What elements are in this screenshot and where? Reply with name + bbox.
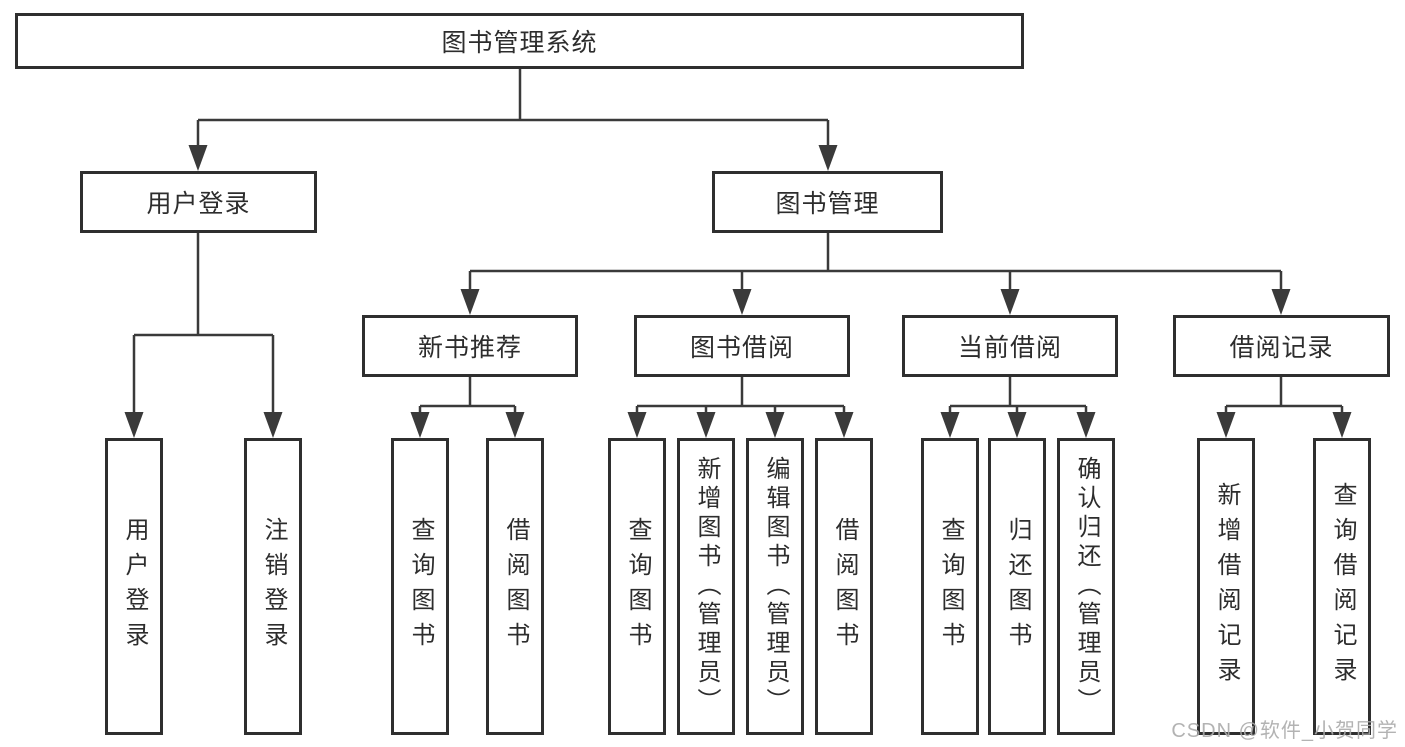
leaf-query-books-borrow: 查询图书 xyxy=(608,438,666,735)
leaf-return-books: 归还图书 xyxy=(988,438,1046,735)
leaf-borrow-books-recommend: 借阅图书 xyxy=(486,438,544,735)
csdn-watermark: CSDN @软件_小贺同学 xyxy=(1171,720,1398,742)
leaf-user-login: 用户登录 xyxy=(105,438,163,735)
leaf-confirm-return-admin: 确认归还（管理员） xyxy=(1057,438,1115,735)
leaf-label: 查询图书 xyxy=(937,516,964,657)
leaf-query-borrow-record: 查询借阅记录 xyxy=(1313,438,1371,735)
leaf-label: 确认归还（管理员） xyxy=(1073,456,1100,717)
node-new-book-recommend: 新书推荐 xyxy=(362,315,578,377)
node-root: 图书管理系统 xyxy=(15,13,1024,69)
leaf-borrow-books: 借阅图书 xyxy=(815,438,873,735)
leaf-query-books-recommend: 查询图书 xyxy=(391,438,449,735)
leaf-label: 查询借阅记录 xyxy=(1329,481,1356,692)
node-user-login: 用户登录 xyxy=(80,171,317,233)
leaf-label: 归还图书 xyxy=(1004,516,1031,657)
leaf-label: 编辑图书（管理员） xyxy=(762,456,789,717)
leaf-label: 查询图书 xyxy=(407,516,434,657)
leaf-add-borrow-record: 新增借阅记录 xyxy=(1197,438,1255,735)
leaf-logout-login: 注销登录 xyxy=(244,438,302,735)
node-borrow-records: 借阅记录 xyxy=(1173,315,1390,377)
leaf-edit-books-admin: 编辑图书（管理员） xyxy=(746,438,804,735)
leaf-label: 查询图书 xyxy=(624,516,651,657)
leaf-add-books-admin: 新增图书（管理员） xyxy=(677,438,735,735)
leaf-label: 新增图书（管理员） xyxy=(693,456,720,717)
leaf-query-books-current: 查询图书 xyxy=(921,438,979,735)
leaf-label: 借阅图书 xyxy=(502,516,529,657)
node-current-borrow: 当前借阅 xyxy=(902,315,1118,377)
leaf-label: 借阅图书 xyxy=(831,516,858,657)
node-book-borrow: 图书借阅 xyxy=(634,315,850,377)
leaf-label: 注销登录 xyxy=(260,516,287,657)
node-book-management: 图书管理 xyxy=(712,171,943,233)
leaf-label: 新增借阅记录 xyxy=(1213,481,1240,692)
leaf-label: 用户登录 xyxy=(121,516,148,657)
